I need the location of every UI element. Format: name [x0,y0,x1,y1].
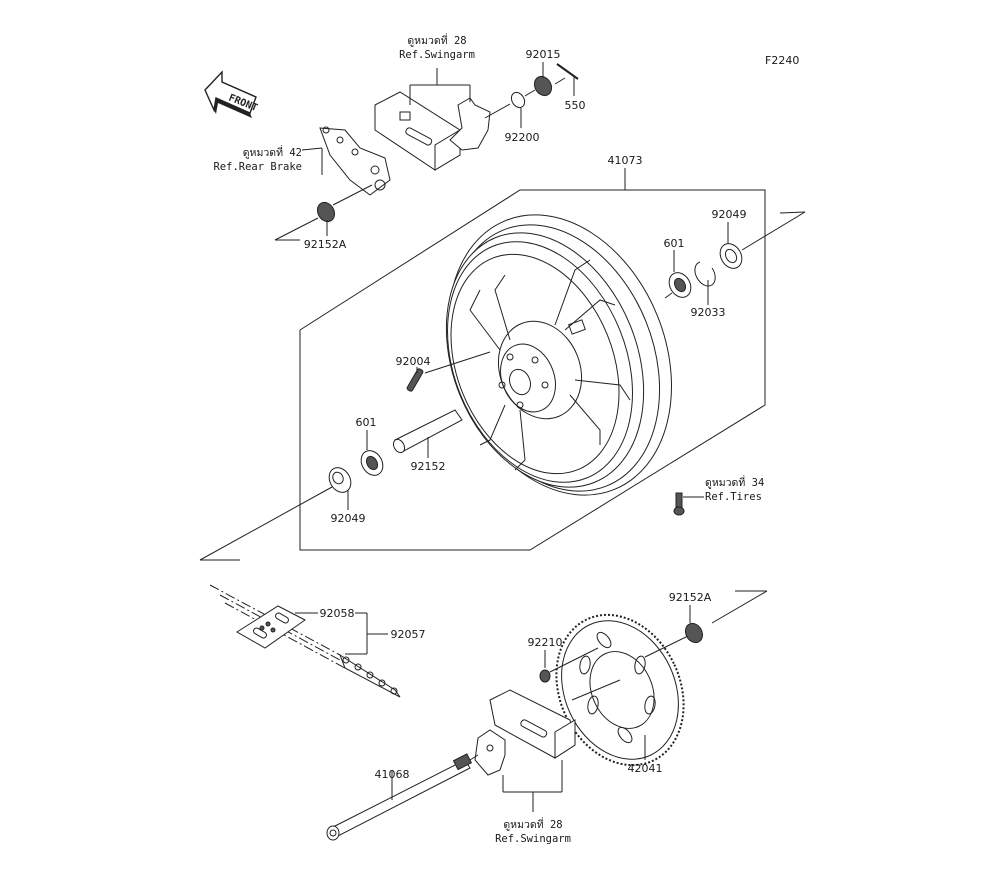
part-label-601-left[interactable]: 601 [355,416,377,429]
chain-adjuster-top [374,91,461,171]
ref-tires-line1: ดูหมวดที่ 34 [705,477,765,489]
washer-92200 [510,91,526,109]
bearing-601-left [360,450,384,476]
nut-92015 [533,75,553,97]
part-label-92200[interactable]: 92200 [504,131,540,144]
part-label-92033[interactable]: 92033 [690,306,726,319]
oil-seal-92049-right [719,243,743,269]
stud-92004 [406,368,424,392]
ref-swingarm-top-line1: ดูหมวดที่ 28 [407,35,467,47]
axle-41068 [326,753,473,841]
part-label-42041[interactable]: 42041 [627,762,663,775]
part-label-92057[interactable]: 92057 [390,628,426,641]
ref-tires-line2: Ref.Tires [705,491,762,503]
part-label-92152A-top[interactable]: 92152A [303,238,347,251]
ref-rear-brake-line1: ดูหมวดที่ 42 [242,147,302,159]
wheel-assembly-outline [299,168,766,551]
ref-swingarm-top-line2: Ref.Swingarm [399,49,475,61]
rear-sprocket [555,613,685,767]
ref-swingarm-bottom-line1: ดูหมวดที่ 28 [503,819,563,831]
part-label-41068[interactable]: 41068 [374,768,410,781]
part-label-550[interactable]: 550 [564,99,586,112]
swingarm-bracket-bottom [474,729,506,776]
ref-tires[interactable]: ดูหมวดที่ 34 Ref.Tires [705,476,764,504]
collar-92152A-bottom [684,622,704,644]
ref-rear-brake[interactable]: ดูหมวดที่ 42 Ref.Rear Brake [200,146,302,174]
part-label-41073[interactable]: 41073 [607,154,643,167]
oil-seal-92049-left [328,467,352,493]
front-arrow-icon: FRONT [204,70,259,118]
part-label-92049-left[interactable]: 92049 [330,512,366,525]
tire-valve [673,492,685,516]
part-label-92004[interactable]: 92004 [395,355,431,368]
ref-swingarm-bottom-line2: Ref.Swingarm [495,833,571,845]
ref-swingarm-top[interactable]: ดูหมวดที่ 28 Ref.Swingarm [399,34,475,62]
part-label-92049-right[interactable]: 92049 [711,208,747,221]
chain-adjuster-bottom [489,689,576,759]
nut-92210 [539,669,551,683]
part-label-601-right[interactable]: 601 [663,237,685,250]
drive-chain [209,584,401,698]
part-label-92152[interactable]: 92152 [410,460,446,473]
part-label-92210[interactable]: 92210 [527,636,563,649]
diagram-code: F2240 [765,54,800,67]
caliper-bracket [319,126,391,196]
ref-swingarm-bottom[interactable]: ดูหมวดที่ 28 Ref.Swingarm [495,818,571,846]
bearing-601-right [668,272,692,298]
ref-rear-brake-line2: Ref.Rear Brake [213,161,302,173]
circlip-92033 [694,261,716,287]
part-label-92015[interactable]: 92015 [525,48,561,61]
swingarm-bracket-top [449,97,491,151]
part-label-92152A-bottom[interactable]: 92152A [668,591,712,604]
rear-wheel [445,214,672,496]
cotter-pin-550 [556,63,579,80]
collar-92152 [392,409,463,454]
part-label-92058[interactable]: 92058 [319,607,355,620]
collar-92152A-top [316,201,336,223]
